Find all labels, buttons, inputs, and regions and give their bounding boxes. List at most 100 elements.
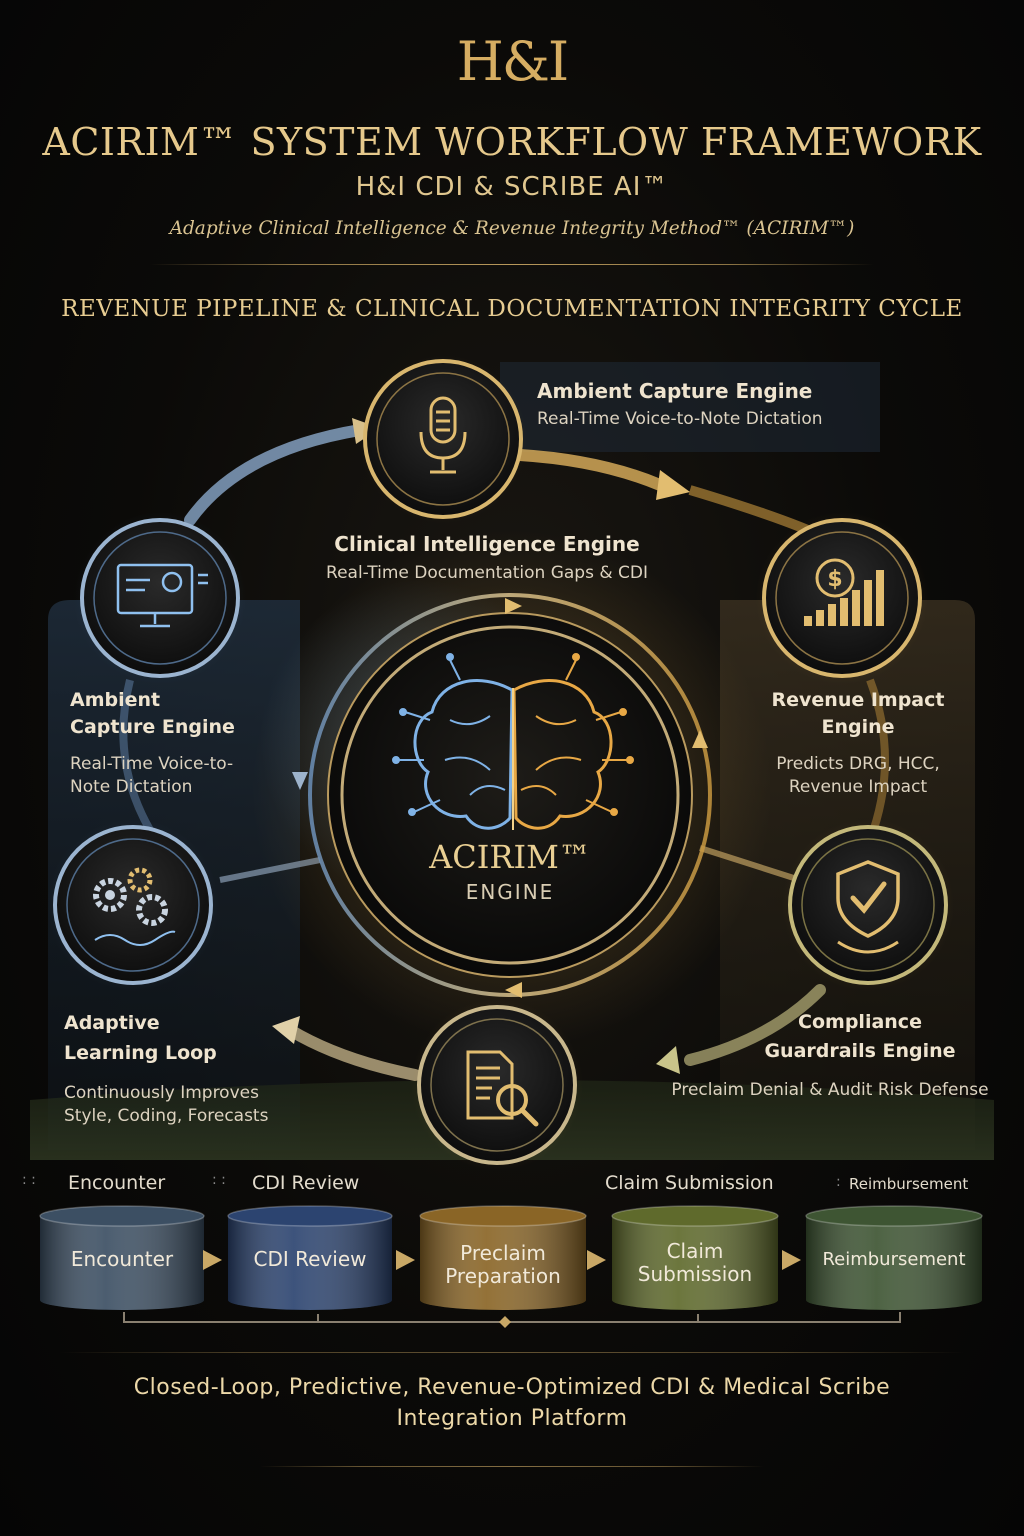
shield-check-icon [836,860,900,954]
stage-preclaim-preparation[interactable]: Preclaim Preparation [420,1242,586,1288]
node-clinical-label: Clinical Intelligence Engine [334,532,640,556]
core-outer-ring [308,593,712,997]
page-tagline: Adaptive Clinical Intelligence & Revenue… [169,218,855,239]
node-left-upper-label-1: Ambient [70,689,161,711]
pipeline-dots-1: : : [22,1172,36,1188]
cylinder-shade-1 [40,1216,204,1310]
node-bottom-circle[interactable] [411,999,583,1171]
node-top-circle[interactable] [359,355,527,523]
node-left-lower-desc-2: Style, Coding, Forecasts [64,1106,269,1126]
pipeline-bracket [123,1312,901,1323]
node-clinical-desc: Real-Time Documentation Gaps & CDI [326,563,648,583]
cylinder-shade-3 [420,1216,586,1310]
top-panel-bg [500,362,880,452]
stage-cdi-review[interactable]: CDI Review [228,1248,392,1271]
cylinder-shade-2 [228,1216,392,1310]
core-inner-ring [340,625,680,965]
arc-right-to-bottom [684,984,826,1066]
pipeline-top-label-1: Encounter [68,1172,166,1194]
gears-icon [93,867,176,946]
document-search-icon [466,1050,539,1127]
pipeline-cylinders [39,1205,983,1328]
node-top-label: Ambient Capture Engine [537,379,813,403]
arc-bottom-to-left [284,1024,421,1081]
cylinder-lid-5 [805,1205,983,1227]
pipeline-cylinder-2 [227,1205,393,1310]
stage-claim-submission[interactable]: Claim Submission [612,1240,778,1286]
page-subtitle: H&I CDI & SCRIBE AI™ [355,172,669,202]
arc-left-mid [119,679,154,832]
footer-line-1: Closed-Loop, Predictive, Revenue-Optimiz… [133,1375,891,1400]
core-ring-arrow-left [292,772,308,790]
node-left-upper-label-2: Capture Engine [70,716,235,738]
node-left-upper-text: Ambient Capture Engine Real-Time Voice-t… [70,687,235,799]
pipeline-top-label-4: Reimbursement [849,1175,969,1193]
node-left-lower-desc-1: Continuously Improves [64,1083,259,1103]
stage-preclaim-label-2: Preparation [445,1264,561,1288]
node-left-lower-circle[interactable] [47,819,219,991]
cylinder-lid-4 [611,1205,779,1227]
stage-claim-label-2: Submission [637,1262,753,1286]
pipeline-cylinder-5 [805,1205,983,1310]
stage-encounter[interactable]: Encounter [40,1248,204,1271]
arrow-head-right [656,470,690,500]
stage-preclaim-label-1: Preclaim [460,1241,546,1265]
node-top-desc: Real-Time Voice-to-Note Dictation [537,409,823,429]
brand-logo: H&I [456,30,570,93]
pipeline-arrow-4 [782,1250,801,1270]
cylinder-shade-5 [806,1216,982,1310]
arrow-head-bottom-right [656,1046,680,1074]
arc-top-to-right [514,449,666,491]
section-heading: REVENUE PIPELINE & CLINICAL DOCUMENTATIO… [61,296,963,322]
core-ring-arrow-top [505,598,522,614]
pipeline-bracket-diamond [499,1316,511,1328]
core-title: ACIRIM™ [429,838,591,876]
node-right-upper-desc-1: Predicts DRG, HCC, [776,754,940,774]
node-left-upper-desc-2: Note Dictation [70,777,193,797]
node-right-upper-text: Revenue Impact Engine Predicts DRG, HCC,… [728,687,988,799]
pipeline-top-label-3: Claim Submission [605,1172,774,1194]
node-right-lower-label-2: Guardrails Engine [764,1040,956,1062]
node-left-lower-label-2: Learning Loop [64,1042,217,1064]
footer-divider-bottom [260,1466,764,1467]
cylinder-shade-4 [612,1216,778,1310]
node-right-upper-desc-2: Revenue Impact [788,777,928,797]
pipeline-cylinder-1 [39,1205,205,1310]
pipeline-arrow-2 [396,1250,415,1270]
core-ring-arrow-bottom [505,982,522,998]
microphone-icon [419,396,467,474]
cylinder-lid-3 [419,1205,587,1227]
stage-encounter-label: Encounter [70,1247,174,1271]
stage-cdi-review-label: CDI Review [253,1247,367,1271]
pipeline-arrow-1 [203,1250,222,1270]
page-title: ACIRIM™ SYSTEM WORKFLOW FRAMEWORK [42,120,982,164]
node-left-lower-label-1: Adaptive [64,1012,160,1034]
stage-claim-label-1: Claim [666,1239,724,1263]
node-right-upper-label-1: Revenue Impact [771,689,945,711]
pipeline-top-label-2: CDI Review [252,1172,360,1194]
pipeline-cylinder-3 [419,1205,587,1310]
stage-reimbursement[interactable]: Reimbursement [806,1248,982,1271]
pipeline-dots-2: : : [212,1172,226,1188]
node-right-lower-text: Compliance Guardrails Engine [735,1008,985,1066]
cycle-diagram: $ [30,355,994,1171]
core-subtitle: ENGINE [465,880,555,904]
brain-icon [392,653,634,830]
node-left-upper-circle[interactable] [74,512,246,684]
stage-reimbursement-label: Reimbursement [822,1249,966,1270]
svg-text:$: $ [827,567,842,592]
node-right-lower-desc: Preclaim Denial & Audit Risk Defense [671,1080,989,1100]
cylinder-lid-1 [39,1205,205,1227]
footer-tagline: Closed-Loop, Predictive, Revenue-Optimiz… [0,1372,1024,1434]
header-divider [150,264,874,265]
node-left-upper-desc-1: Real-Time Voice-to- [70,754,234,774]
pipeline-dots-3: : [836,1174,841,1190]
footer-line-2: Integration Platform [396,1406,628,1431]
node-left-lower-text: Adaptive Learning Loop Continuously Impr… [64,1008,268,1128]
dollar-chart-icon: $ [804,558,884,626]
node-right-upper-label-2: Engine [821,716,895,738]
cylinder-lid-2 [227,1205,393,1227]
core-ring-arrow-right [692,730,708,748]
footer-divider-top [60,1352,964,1353]
arrow-head-bottom-left [272,1016,300,1044]
